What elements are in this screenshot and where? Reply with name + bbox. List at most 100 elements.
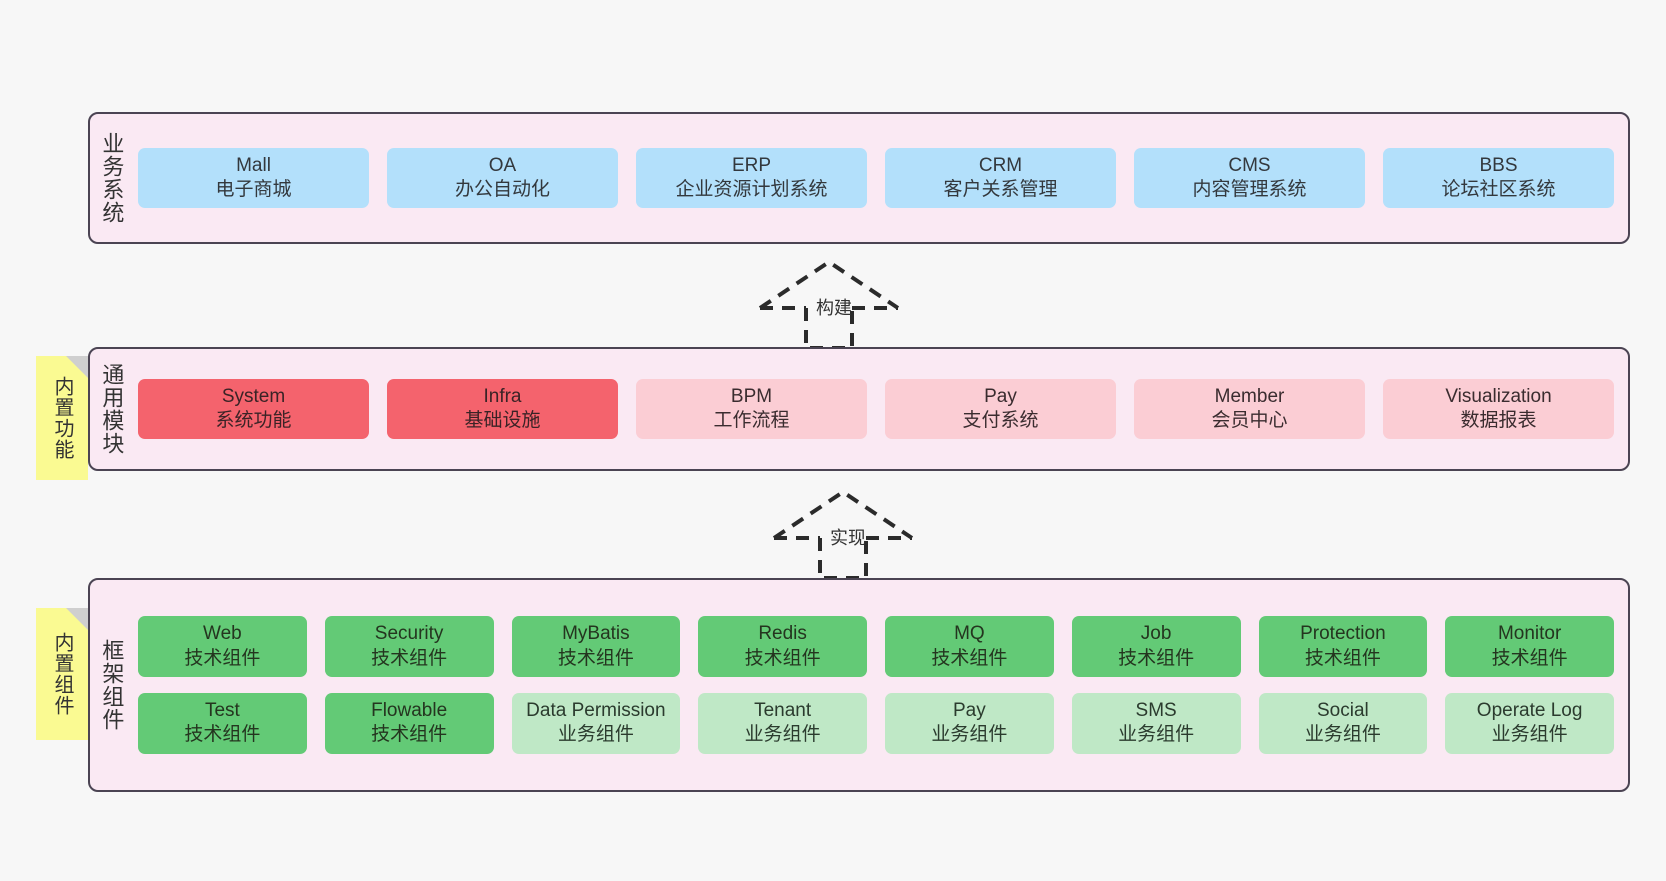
- card-title: MyBatis: [562, 623, 630, 645]
- card-title: BBS: [1479, 154, 1518, 176]
- sticky-note-builtin-features: 内置功能: [36, 356, 88, 480]
- card-title: Mall: [236, 154, 271, 176]
- card-subtitle: 技术组件: [557, 647, 634, 669]
- card-sms[interactable]: SMS 业务组件: [1071, 693, 1241, 754]
- card-title: System: [221, 385, 286, 407]
- card-subtitle: 电子商城: [215, 179, 292, 200]
- layer-modules-title: 通用模块: [99, 363, 125, 455]
- business-row: Mall 电子商城 OA 办公自动化 ERP 企业资源计划系统 CRM 客户关系管理 CMS 内容…: [138, 147, 1614, 209]
- card-title: CMS: [1228, 154, 1271, 176]
- card-subtitle: 技术组件: [1118, 647, 1195, 669]
- card-subtitle: 技术组件: [1304, 647, 1381, 669]
- sticky-note-builtin-features-label: 内置功能: [51, 376, 73, 460]
- card-title: Redis: [758, 623, 807, 645]
- card-mall[interactable]: Mall 电子商城: [138, 147, 369, 209]
- card-subtitle: 会员中心: [1211, 410, 1288, 431]
- card-oa[interactable]: OA 办公自动化: [387, 147, 618, 209]
- card-title: Infra: [483, 385, 522, 407]
- card-title: Member: [1214, 385, 1285, 407]
- card-subtitle: 技术组件: [184, 724, 261, 746]
- connector-implement-label: 实现: [830, 528, 866, 548]
- card-subtitle: 技术组件: [1491, 647, 1568, 669]
- card-subtitle: 企业资源计划系统: [675, 179, 828, 200]
- note-fold-icon: [66, 608, 88, 630]
- card-pay[interactable]: Pay 支付系统: [885, 378, 1116, 440]
- card-subtitle: 技术组件: [931, 647, 1008, 669]
- card-subtitle: 业务组件: [557, 724, 634, 746]
- card-subtitle: 技术组件: [371, 724, 448, 746]
- connector-implement-arrow: 实现: [770, 488, 916, 580]
- layer-framework-title: 框架组件: [99, 639, 125, 731]
- card-erp[interactable]: ERP 企业资源计划系统: [636, 147, 867, 209]
- layer-business-body: Mall 电子商城 OA 办公自动化 ERP 企业资源计划系统 CRM 客户关系管理 CMS 内容…: [132, 114, 1628, 242]
- card-subtitle: 业务组件: [1491, 724, 1568, 746]
- card-title: Flowable: [371, 700, 448, 721]
- card-subtitle: 支付系统: [962, 410, 1039, 431]
- card-operate-log[interactable]: Operate Log 业务组件: [1445, 693, 1614, 754]
- card-title: Monitor: [1497, 623, 1562, 645]
- card-title: Security: [374, 623, 444, 645]
- card-title: BPM: [730, 385, 773, 407]
- card-title: CRM: [978, 154, 1023, 176]
- card-subtitle: 数据报表: [1460, 410, 1537, 431]
- card-member[interactable]: Member 会员中心: [1134, 378, 1365, 440]
- card-bbs[interactable]: BBS 论坛社区系统: [1383, 147, 1614, 209]
- card-title: Visualization: [1445, 385, 1552, 407]
- card-subtitle: 系统功能: [215, 410, 292, 431]
- card-title: OA: [488, 154, 517, 176]
- card-subtitle: 客户关系管理: [943, 179, 1058, 200]
- card-title: ERP: [731, 154, 772, 176]
- connector-build-label: 构建: [816, 298, 852, 318]
- card-subtitle: 业务组件: [744, 724, 821, 746]
- card-subtitle: 论坛社区系统: [1441, 179, 1556, 200]
- card-subtitle: 内容管理系统: [1192, 179, 1307, 200]
- card-title: Job: [1140, 623, 1172, 645]
- card-title: Protection: [1300, 623, 1386, 645]
- sticky-note-builtin-components: 内置组件: [36, 608, 88, 740]
- card-title: Data Permission: [526, 700, 666, 721]
- card-subtitle: 办公自动化: [454, 179, 550, 200]
- card-title: MQ: [954, 623, 985, 645]
- card-cms[interactable]: CMS 内容管理系统: [1134, 147, 1365, 209]
- card-title: Web: [203, 623, 242, 645]
- card-crm[interactable]: CRM 客户关系管理: [885, 147, 1116, 209]
- layer-business-title: 业务系统: [99, 132, 125, 224]
- card-title: SMS: [1135, 700, 1177, 721]
- card-title: Pay: [984, 385, 1017, 407]
- card-subtitle: 基础设施: [464, 410, 541, 431]
- card-system[interactable]: System 系统功能: [138, 378, 369, 440]
- card-tenant[interactable]: Tenant 业务组件: [698, 693, 867, 754]
- card-infra[interactable]: Infra 基础设施: [387, 378, 618, 440]
- card-title: Pay: [953, 700, 986, 721]
- layer-business-systems: 业务系统 Mall 电子商城 OA 办公自动化 ERP 企业资源计划系统 CRM 客户关系管理…: [88, 112, 1630, 244]
- card-title: Test: [204, 700, 240, 721]
- card-title: Operate Log: [1476, 700, 1583, 721]
- card-test[interactable]: Test 技术组件: [138, 693, 307, 754]
- sticky-note-builtin-components-label: 内置组件: [51, 632, 73, 716]
- card-subtitle: 技术组件: [744, 647, 821, 669]
- card-subtitle: 业务组件: [1118, 724, 1195, 746]
- connector-build-arrow: 构建: [756, 258, 902, 350]
- card-data-permission[interactable]: Data Permission 业务组件: [511, 693, 681, 754]
- card-flowable[interactable]: Flowable 技术组件: [324, 693, 494, 754]
- card-visualization[interactable]: Visualization 数据报表: [1383, 378, 1614, 440]
- card-title: Tenant: [754, 700, 812, 721]
